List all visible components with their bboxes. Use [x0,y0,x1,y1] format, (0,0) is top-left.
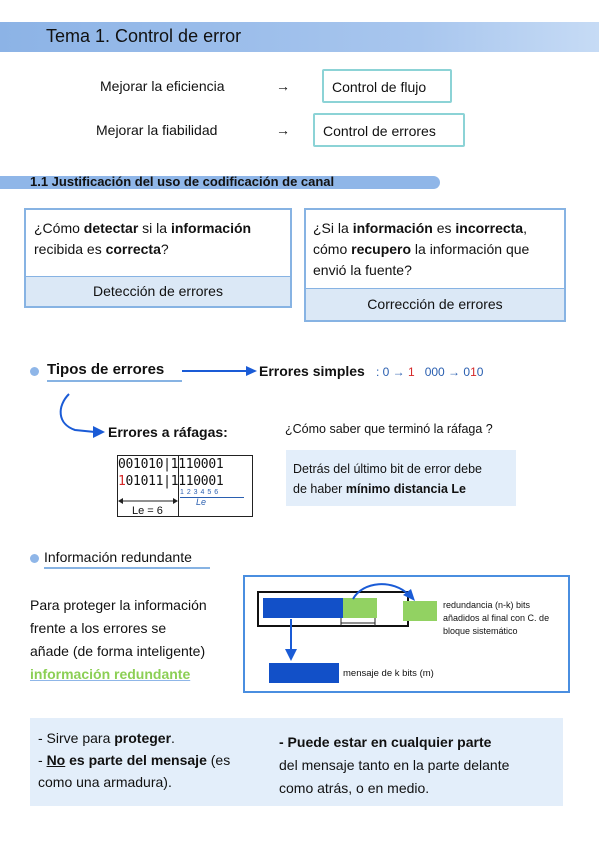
le-span-arrow-icon [118,498,178,504]
bullet-types [30,367,39,376]
message-block [269,663,339,683]
page-title: Tema 1. Control de error [46,26,242,46]
redundant-paragraph: Para proteger la información frente a lo… [30,594,207,686]
message-label: mensaje de k bits (m) [343,668,434,679]
bits-divider [178,455,179,517]
detection-footer: Detección de errores [26,276,290,306]
summary-right: - Puede estar en cualquier parte del men… [279,734,510,796]
simple-errors-label: Errores simples [259,363,365,379]
handwritten-le: Le [196,497,207,507]
bits-row-1: 001010|1110001 [118,457,224,472]
correction-box: ¿Si la información es incorrecta, cómo r… [304,208,566,322]
correction-question: ¿Si la información es incorrecta, cómo r… [313,220,530,278]
bits-frame [117,455,253,517]
redundancy-label: redundancia (n-k) bits añadidos al final… [443,600,550,636]
intro-label-reliability: Mejorar la fiabilidad [96,122,218,138]
bullet-redundant [30,554,39,563]
summary-box: - Sirve para proteger. - No es parte del… [30,718,563,806]
burst-note-box: Detrás del último bit de error debe de h… [286,450,516,506]
title-bar: Tema 1. Control de error [0,22,599,52]
arrow-to-simple-icon [182,366,257,376]
simple-errors-example: : 0 → 1 000 → 010 [376,365,484,379]
redundancy-span-icon [340,618,376,626]
le-label: Le = 6 [132,505,163,517]
to-redundancy-arrow-icon [352,583,415,601]
burst-bits: 001010|1110001 101011|1110001 [118,456,224,490]
summary-left: - Sirve para proteger. - No es parte del… [38,730,231,790]
flow-control-box: Control de flujo [322,69,452,103]
redundant-heading: Información redundante [44,549,192,565]
correction-footer: Corrección de errores [306,288,564,320]
redundancy-diagram: redundancia (n-k) bits añadidos al final… [243,575,570,693]
to-message-arrow-icon [285,619,297,661]
detection-box: ¿Cómo detectar si la información recibid… [24,208,292,308]
section-bar [0,176,440,189]
redundant-underline [44,567,210,569]
codeword-message-bar [263,598,343,618]
detection-question: ¿Cómo detectar si la información recibid… [34,220,252,257]
section-title: 1.1 Justificación del uso de codificació… [30,174,335,189]
burst-errors-label: Errores a ráfagas: [108,424,228,440]
redundancy-block [403,601,437,621]
burst-note-text: Detrás del último bit de error debe de h… [293,462,482,496]
intro-arrow-1: → [276,78,290,94]
redundant-highlight: información redundante [30,666,191,682]
error-control-box: Control de errores [313,113,465,147]
intro-arrow-2: → [276,122,290,138]
types-underline [47,380,182,382]
curved-arrow-icon [59,393,105,438]
handwritten-line [180,497,244,498]
codeword-redundancy-bar [343,598,377,618]
burst-question: ¿Cómo saber que terminó la ráfaga ? [285,422,493,436]
types-heading: Tipos de errores [47,361,165,378]
handwritten-numbers: 1 2 3 4 5 6 [180,489,219,496]
intro-label-efficiency: Mejorar la eficiencia [100,78,225,94]
